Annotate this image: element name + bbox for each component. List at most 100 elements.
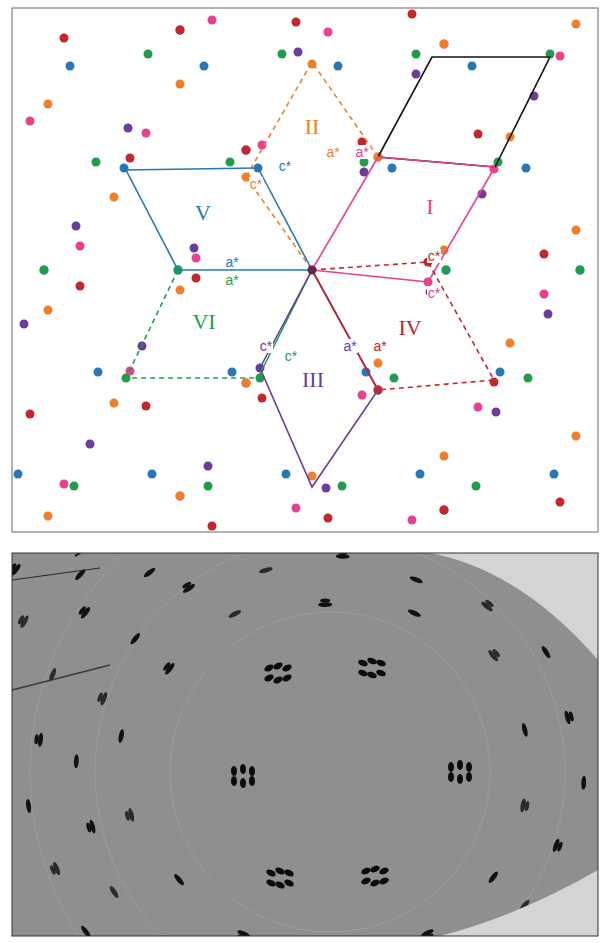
lattice-dot <box>522 164 531 173</box>
axis-label: c* <box>278 159 292 173</box>
diffraction-spot <box>124 811 130 822</box>
diffraction-spot <box>407 608 422 618</box>
diffraction-spot <box>556 841 563 852</box>
diffraction-pattern <box>12 553 598 936</box>
diffraction-spot <box>25 799 32 814</box>
diffraction-spot <box>263 673 275 683</box>
diffraction-spot <box>448 762 454 772</box>
lattice-dot <box>324 28 333 37</box>
diffraction-spot <box>521 723 529 738</box>
diffraction-spot <box>540 645 552 659</box>
lattice-dot <box>388 164 397 173</box>
diffraction-spot <box>581 776 587 790</box>
lattice-dot <box>148 470 157 479</box>
axis-label: a* <box>224 273 239 287</box>
domain-cell <box>246 62 378 177</box>
diffraction-spot <box>375 658 387 667</box>
diffraction-spot <box>484 599 494 608</box>
lattice-dot <box>474 130 483 139</box>
diffraction-spot <box>96 692 103 703</box>
diffraction-spot <box>49 865 57 876</box>
lattice-dot <box>176 286 185 295</box>
lattice-dot <box>540 250 549 259</box>
lattice-dot <box>440 506 449 515</box>
diffraction-spot <box>568 711 574 722</box>
lattice-dot <box>94 368 103 377</box>
lattice-dot <box>440 40 449 49</box>
lattice-dot <box>468 62 477 71</box>
lattice-dot <box>292 18 301 27</box>
lattice-dot <box>76 242 85 251</box>
lattice-dot <box>440 452 449 461</box>
lattice-dot <box>110 193 119 202</box>
panel-frame <box>12 553 598 936</box>
lattice-dot <box>572 226 581 235</box>
lattice-dot <box>550 470 559 479</box>
lattice-dot <box>76 282 85 291</box>
domain-numeral: IV <box>397 317 422 339</box>
detector-image <box>12 553 598 936</box>
lattice-dot <box>442 266 451 275</box>
lattice-dot <box>492 408 501 417</box>
lattice-dot <box>324 514 333 523</box>
diffraction-spot <box>281 663 293 673</box>
streak <box>12 665 110 690</box>
axis-label: c* <box>284 349 298 363</box>
panel-frame <box>12 8 598 532</box>
diffraction-spot <box>487 870 499 884</box>
lattice-dot <box>14 470 23 479</box>
diffraction-spot <box>80 925 92 936</box>
diffraction-spot <box>258 566 273 574</box>
lattice-dot <box>190 244 199 253</box>
lattice-dot <box>208 16 217 25</box>
lattice-dot <box>572 432 581 441</box>
diffraction-spot <box>162 661 171 671</box>
axis-label: c* <box>427 249 441 263</box>
diffraction-spot <box>265 878 277 888</box>
lattice-dot <box>60 480 69 489</box>
streak <box>12 568 100 580</box>
diffraction-spot <box>74 754 80 768</box>
axis-label: a* <box>224 255 239 269</box>
lattice-dot <box>496 368 505 377</box>
diffraction-spot <box>249 766 255 776</box>
lattice-dot <box>282 470 291 479</box>
domain-numeral: V <box>194 202 212 224</box>
diffraction-spot <box>357 658 369 667</box>
lattice-dot <box>44 100 53 109</box>
axis-label: c* <box>427 286 441 300</box>
shadow-region <box>430 553 598 660</box>
lattice-dot <box>442 266 451 275</box>
lattice-dot <box>524 374 533 383</box>
diffraction-spot <box>357 668 369 677</box>
diffraction-spot <box>12 562 17 572</box>
lattice-dot <box>144 50 153 59</box>
lattice-dot <box>472 482 481 491</box>
lattice-dot <box>110 399 119 408</box>
diffraction-spot <box>466 762 472 772</box>
diffraction-spot <box>272 661 284 671</box>
lattice-dot <box>408 10 417 19</box>
lattice-dot <box>70 482 79 491</box>
shadow-region <box>440 870 598 936</box>
lattice-dots <box>14 10 585 531</box>
diffraction-spot <box>249 776 255 786</box>
domain-numeral: III <box>301 369 325 391</box>
lattice-dot <box>292 504 301 513</box>
diffraction-spot <box>366 656 378 665</box>
lattice-dot <box>338 482 347 491</box>
domain-numeral: VI <box>191 311 216 333</box>
lattice-dot <box>200 62 209 71</box>
diffraction-spot <box>466 772 472 782</box>
diffraction-spot <box>182 581 193 590</box>
diffraction-spot <box>369 864 381 873</box>
lattice-dot <box>176 26 185 35</box>
lattice-dot <box>416 470 425 479</box>
lattice-dot <box>26 117 35 126</box>
diffraction-spot <box>283 878 295 888</box>
domain-numeral: I <box>425 196 434 218</box>
diffraction-spot <box>492 648 501 658</box>
lattice-dot <box>192 254 201 263</box>
diffraction-spot <box>283 868 295 878</box>
lattice-dot <box>176 492 185 501</box>
